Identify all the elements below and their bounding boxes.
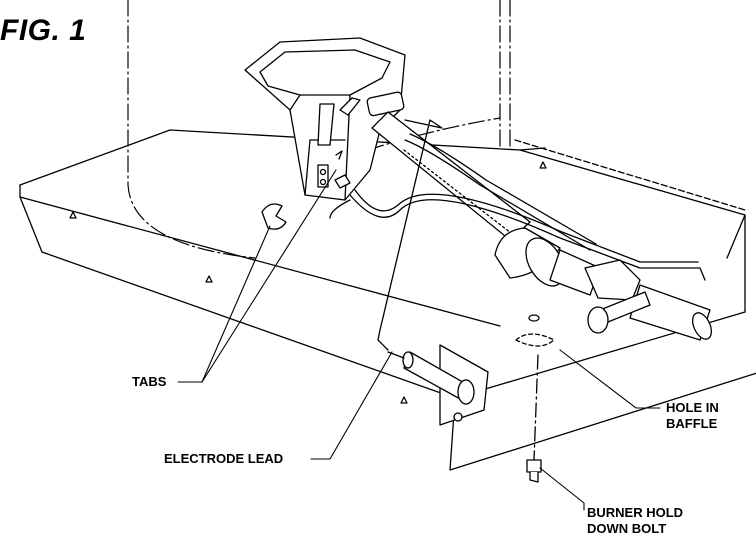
- callout-burner-hold-line1: BURNER HOLD: [587, 505, 684, 520]
- tank-outline: [127, 0, 511, 259]
- baffle-rivets: [69, 161, 547, 404]
- electrode-lead-wire: [377, 119, 443, 351]
- callout-hole-in-baffle: HOLE IN BAFFLE: [666, 400, 719, 432]
- callout-burner-hold-down-bolt: BURNER HOLD DOWN BOLT: [587, 505, 683, 537]
- burner-box: [244, 37, 406, 201]
- hole-in-baffle: [515, 314, 555, 347]
- burner-hold-down-bolt: [526, 354, 542, 483]
- pilot-tubing: [329, 133, 706, 281]
- callout-burner-hold-line2: DOWN BOLT: [587, 521, 667, 536]
- figure-label: FIG. 1: [0, 14, 87, 47]
- burner-tube: [371, 111, 713, 341]
- baffle-plate: [19, 129, 756, 471]
- tabs: [261, 150, 343, 230]
- callout-tabs: TABS: [132, 374, 167, 389]
- callout-hole-in-baffle-line1: HOLE IN: [666, 400, 719, 415]
- callout-hole-in-baffle-line2: BAFFLE: [666, 416, 718, 431]
- igniter: [387, 344, 489, 426]
- callout-electrode-lead: ELECTRODE LEAD: [164, 451, 284, 466]
- leader-lines: [177, 169, 661, 511]
